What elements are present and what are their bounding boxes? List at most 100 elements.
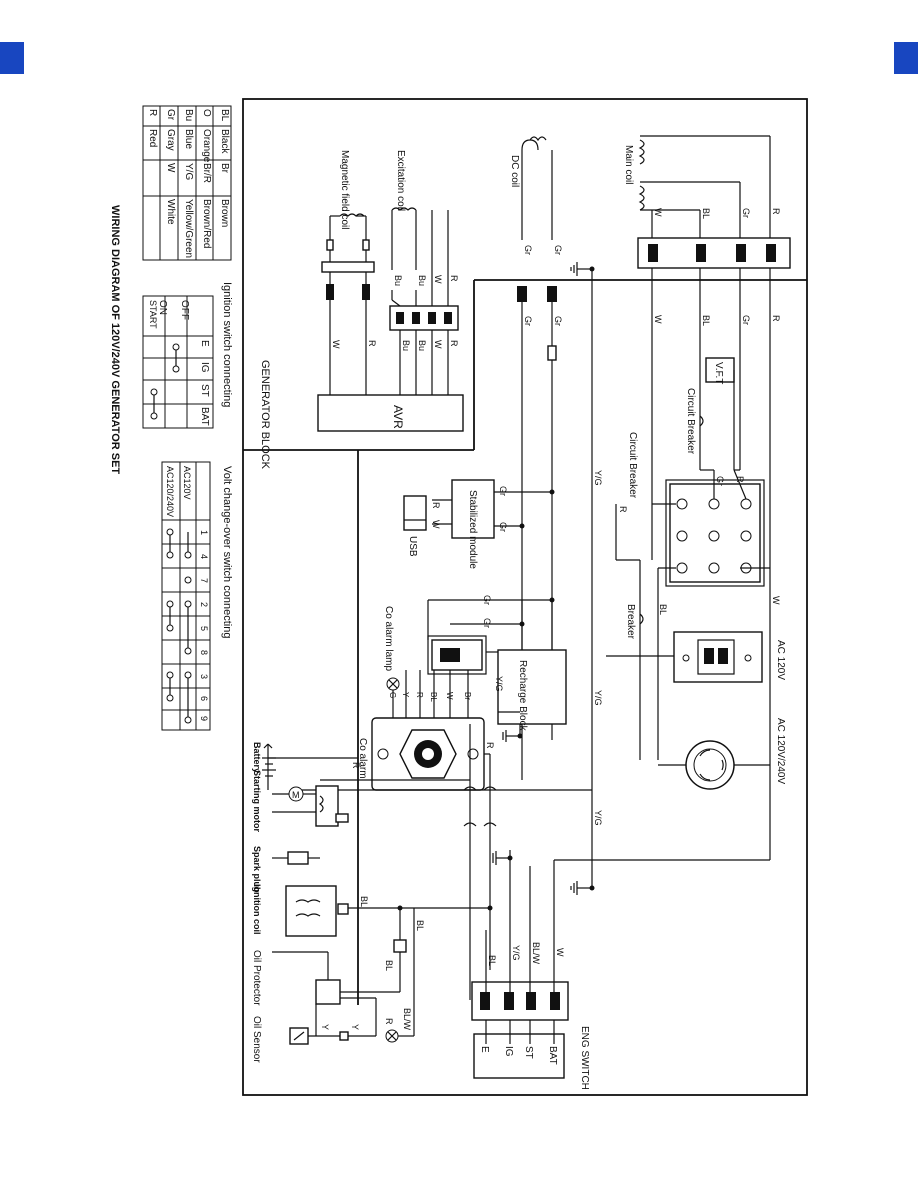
wire-label-w: W <box>771 596 781 605</box>
wire-label-r: R <box>431 502 441 509</box>
excitation-coil-icon <box>391 207 417 211</box>
wire-label-r: R <box>367 340 377 347</box>
wire-label-blw: BL/W <box>531 942 541 965</box>
breaker-label: Breaker <box>625 604 636 640</box>
wire-label-g: G <box>388 692 397 698</box>
oil-lamp-icon <box>385 1029 399 1043</box>
legend-r3-c2: Blue <box>183 129 194 149</box>
main-coil-icon <box>638 139 645 165</box>
wire-label-r: R <box>351 762 361 769</box>
wire-label-gr: Gr <box>553 245 563 255</box>
legend-r5-c1: R <box>147 109 158 116</box>
circuit-breaker-label-2: Circuit Breaker <box>627 432 638 499</box>
main-coil-icon <box>638 185 645 211</box>
ground-icon <box>570 881 595 895</box>
legend-r5-c2: Red <box>147 129 158 147</box>
wire-label-bl: BL <box>415 920 425 931</box>
oil-protector-box <box>315 979 341 1005</box>
starter-relay <box>315 785 339 827</box>
ign-row-on: ON <box>157 300 168 315</box>
wire-label-w: W <box>555 948 565 957</box>
wire-label-w: W <box>433 275 443 284</box>
volt-row-120: AC120V <box>182 466 192 500</box>
legend-r2-c3: Br/R <box>201 163 212 183</box>
ign-header-e: E <box>199 340 210 347</box>
generator-block-label: GENERATOR BLOCK <box>259 360 271 470</box>
eng-terminal-st: ST <box>523 1046 534 1059</box>
starting-motor-label: Starting motor <box>252 770 262 832</box>
ground-icon <box>492 851 513 865</box>
volt-h2: 2 <box>199 602 209 607</box>
diagram-title: WIRING DIAGRAM OF 120V/240V GENERATOR SE… <box>109 205 121 474</box>
wire-label-br: Br <box>463 692 472 700</box>
color-legend-table <box>142 105 232 261</box>
legend-r2-c2: Orange <box>201 129 212 163</box>
eng-switch-terminals <box>473 1033 565 1079</box>
ignition-table-title: Ignition switch connecting <box>221 282 233 407</box>
legend-r1-c3: Br <box>219 163 230 174</box>
eng-terminal-ig: IG <box>503 1046 514 1057</box>
wire-label-bu: Bu <box>393 275 403 286</box>
legend-r3-c1: Bu <box>183 109 194 121</box>
circuit-breaker-icon <box>699 415 704 427</box>
wire-label-bl: BL <box>487 955 497 966</box>
avr-connector <box>396 312 452 324</box>
wire-label-r: R <box>771 315 781 322</box>
legend-r4-c3: W <box>165 163 176 173</box>
ignition-switch-table <box>142 295 214 429</box>
stabilized-module-label: Stabilized module <box>467 490 478 569</box>
vft-label: V.F.T <box>713 362 724 384</box>
ign-header-st: ST <box>199 384 210 397</box>
ign-row-start: START <box>148 300 158 329</box>
wire-label-yg: Y/G <box>494 676 504 692</box>
volt-h3: 3 <box>199 674 209 679</box>
ignition-coil-label: Ignition coil <box>252 884 262 935</box>
page-marker-left <box>0 42 24 74</box>
legend-r4-c1: Gr <box>165 109 176 121</box>
usb-label: USB <box>407 536 418 557</box>
wire-label-bl: BL <box>384 960 394 971</box>
wire-label-bl: BL <box>658 604 668 615</box>
legend-r4-c2: Gray <box>165 129 176 151</box>
ign-header-bat: BAT <box>199 407 210 426</box>
wire-label-bu: Bu <box>417 340 427 351</box>
breaker-icon <box>639 613 644 625</box>
oil-protector-label: Oil Protector <box>251 950 262 1006</box>
volt-h4: 4 <box>199 554 209 559</box>
wire-label-r: R <box>415 692 424 698</box>
wire-label-bl: BL <box>701 315 711 326</box>
wire-label-gr: Gr <box>741 315 751 325</box>
co-alarm-lamp-label: Co alarm lamp <box>383 606 394 671</box>
wire-label-w: W <box>331 340 341 349</box>
wire-label-gr: Gr <box>523 316 533 326</box>
ign-header-ig: IG <box>199 362 210 373</box>
volt-row-120-240: AC120/240V <box>165 466 175 517</box>
legend-r2-c1: O <box>201 109 212 117</box>
wire-label-r: R <box>449 275 459 282</box>
wire-label-r: R <box>771 208 781 215</box>
ign-row-off: OFF <box>179 300 190 320</box>
co-alarm-label: Co alarm <box>357 738 368 779</box>
wire-label-yg: Y/G <box>593 690 603 706</box>
wire-label-yg: Y/G <box>511 945 521 961</box>
wire-label-w: W <box>653 315 663 324</box>
wire-label-bl: BL <box>359 896 369 907</box>
wire-label-r: R <box>384 1018 394 1025</box>
legend-r1-c1: BL <box>219 109 230 122</box>
ground-icon <box>570 262 595 276</box>
wire-label-gr: Gr <box>482 618 492 628</box>
volt-h1: 1 <box>199 530 209 535</box>
usb-port[interactable] <box>403 495 427 531</box>
volt-h9: 9 <box>199 716 209 721</box>
volt-h8: 8 <box>199 650 209 655</box>
legend-r2-c4: Brown/Red <box>201 199 212 248</box>
spark-plug-label: Spark plub <box>252 846 262 893</box>
avr-box <box>317 394 464 432</box>
circuit-breaker-label-1: Circuit Breaker <box>685 388 696 455</box>
wire-label-r: R <box>735 476 745 483</box>
wire-label-yg: Y/G <box>593 810 603 826</box>
eng-terminal-e: E <box>479 1046 490 1053</box>
diagram-frame <box>242 98 808 1096</box>
recharge-block <box>497 649 567 725</box>
